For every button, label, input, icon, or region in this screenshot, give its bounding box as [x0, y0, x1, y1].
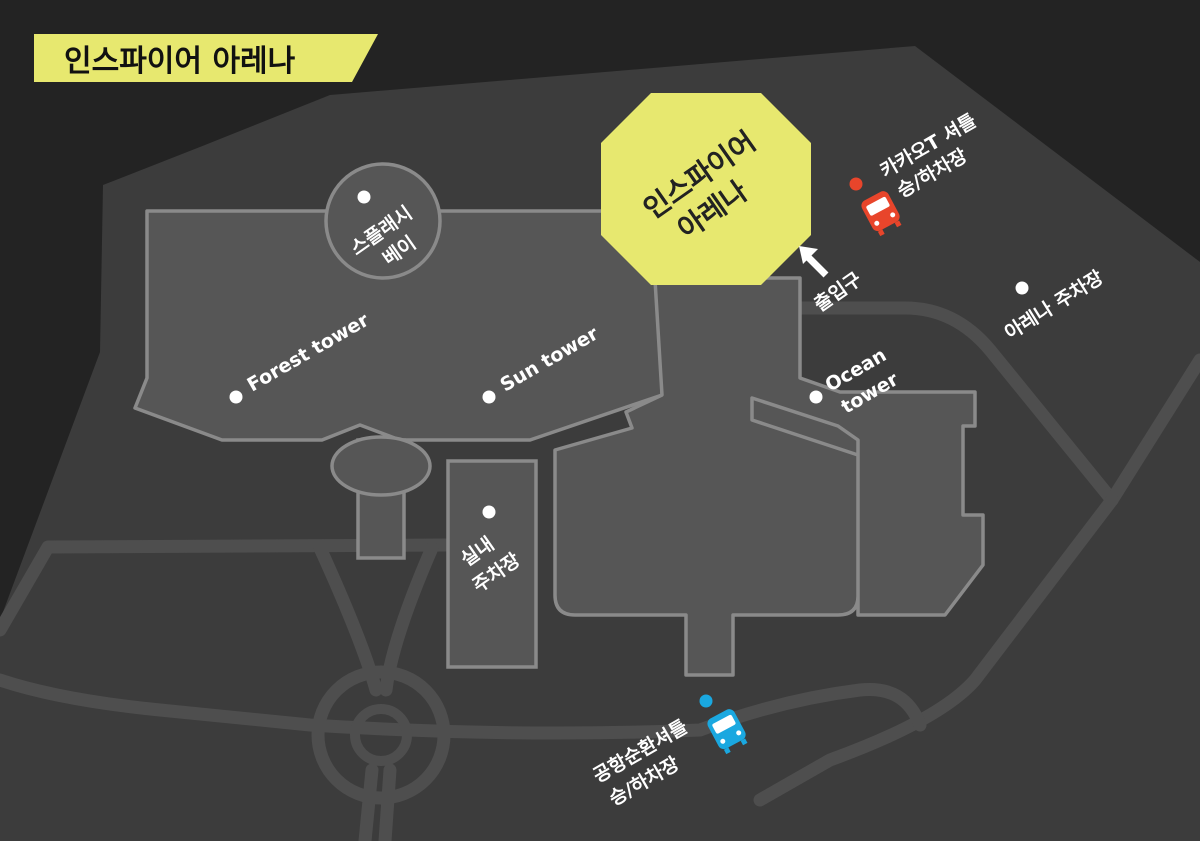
bus-icon: [707, 709, 748, 755]
airport-marker-dot: [699, 694, 713, 708]
dot-marker-icon: [809, 390, 823, 404]
dot-marker-icon: [357, 190, 371, 204]
dot-marker-icon: [482, 390, 496, 404]
roundabout: [311, 665, 451, 805]
map-title: 인스파이어 아레나: [64, 44, 296, 79]
bus-icon: [861, 191, 902, 237]
indoor-parking-building: [446, 459, 538, 669]
roundabout-center: [350, 704, 412, 766]
dot-marker-icon: [482, 505, 496, 519]
road-network: [0, 301, 1200, 841]
arrow-up-left-icon: [799, 246, 829, 278]
building-rotunda: [330, 435, 432, 497]
central-complex: [553, 276, 985, 677]
title-banner: [34, 34, 378, 82]
dot-marker-icon: [229, 390, 243, 404]
splash-bay-dome: [324, 162, 442, 280]
dot-marker-icon: [1015, 281, 1029, 295]
kakao-marker-dot: [849, 177, 863, 191]
arena-building: [601, 93, 811, 285]
